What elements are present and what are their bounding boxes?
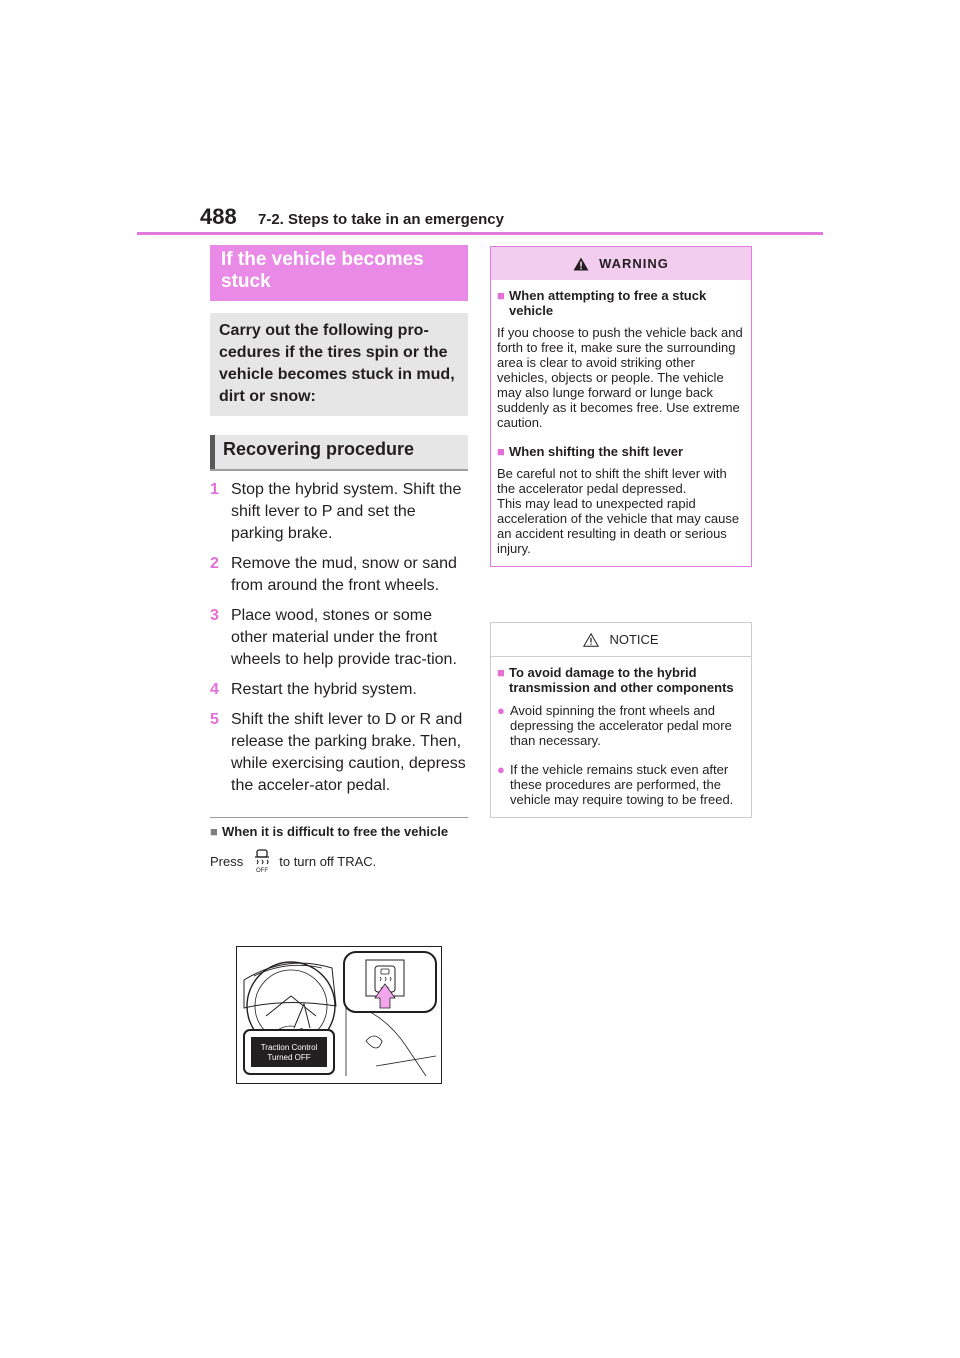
warning-box: WARNING ■ When attempting to free a stuc… [490, 246, 752, 567]
warning-body: ■ When attempting to free a stuck vehicl… [491, 288, 751, 566]
warning-section-heading: ■ When attempting to free a stuck vehicl… [497, 288, 743, 318]
warning-header: WARNING [491, 247, 751, 280]
warning-heading-text: When attempting to free a stuck vehicle [509, 288, 707, 318]
step-text: Remove the mud, snow or sand from around… [231, 555, 457, 594]
warning-text: Be careful not to shift the shift lever … [497, 466, 740, 556]
step-text: Stop the hybrid system. Shift the shift … [231, 481, 462, 542]
step-number: 1 [210, 481, 219, 498]
warning-section-heading: ■ When shifting the shift lever [497, 444, 743, 459]
subheading-text: When it is difficult to free the vehicle [222, 824, 449, 839]
notice-bullet: ● If the vehicle remains stuck even afte… [497, 762, 743, 807]
step-item: 2 Remove the mud, snow or sand from arou… [210, 553, 468, 597]
step-number: 3 [210, 607, 219, 624]
notice-triangle-icon [583, 632, 600, 647]
square-bullet-icon: ■ [497, 665, 505, 680]
notice-heading: ■ To avoid damage to the hybrid transmis… [497, 665, 743, 695]
press-text-before: Press [210, 853, 244, 869]
subheading: ■ When it is difficult to free the vehic… [210, 824, 468, 839]
procedure-heading: Recovering procedure [210, 435, 468, 469]
notice-bullet: ● Avoid spinning the front wheels and de… [497, 703, 743, 748]
notice-body: ■ To avoid damage to the hybrid transmis… [491, 665, 751, 817]
step-text: Place wood, stones or some other materia… [231, 607, 457, 668]
procedure-rule [210, 469, 468, 471]
page-number: 488 [200, 204, 237, 229]
trac-off-icon: OFF [255, 849, 270, 873]
step-item: 4 Restart the hybrid system. [210, 679, 468, 701]
left-column: If the vehicle becomes stuck Carry out t… [210, 245, 468, 873]
section-header: 7-2. Steps to take in an emergency [258, 211, 504, 228]
section-title: If the vehicle becomes stuck [210, 245, 468, 301]
step-item: 1 Stop the hybrid system. Shift the shif… [210, 479, 468, 545]
warning-triangle-icon [573, 257, 589, 270]
traction-text-line1: Traction Control [261, 1043, 318, 1052]
bullet-dot-icon: ● [497, 703, 505, 718]
notice-heading-text: To avoid damage to the hybrid transmissi… [509, 665, 734, 695]
traction-text-line2: Turned OFF [267, 1053, 310, 1062]
square-bullet-icon: ■ [497, 444, 505, 459]
warning-text: If you choose to push the vehicle back a… [497, 325, 743, 430]
press-text-after: to turn off TRAC. [279, 853, 377, 869]
square-bullet-icon: ■ [210, 824, 218, 839]
divider [210, 817, 468, 818]
dashboard-illustration: OFF Traction Control Turned OFF [236, 946, 442, 1084]
notice-title: NOTICE [609, 632, 659, 647]
svg-text:OFF: OFF [256, 868, 268, 873]
header-rule [137, 232, 823, 235]
warning-title: WARNING [599, 256, 669, 271]
notice-header: NOTICE [491, 623, 751, 657]
notice-bullet-text: Avoid spinning the front wheels and depr… [510, 703, 732, 748]
notice-bullet-text: If the vehicle remains stuck even after … [510, 762, 734, 807]
step-number: 5 [210, 711, 219, 728]
step-list: 1 Stop the hybrid system. Shift the shif… [210, 479, 468, 797]
step-item: 5 Shift the shift lever to D or R and re… [210, 709, 468, 797]
square-bullet-icon: ■ [497, 288, 505, 303]
step-text: Shift the shift lever to D or R and rele… [231, 711, 466, 794]
step-number: 4 [210, 681, 219, 698]
step-text: Restart the hybrid system. [231, 681, 417, 698]
step-item: 3 Place wood, stones or some other mater… [210, 605, 468, 671]
step-number: 2 [210, 555, 219, 572]
intro-box: Carry out the following pro-cedures if t… [210, 313, 468, 416]
press-instruction: Press OFF to turn off TRAC. [210, 849, 468, 873]
warning-heading-text: When shifting the shift lever [509, 444, 684, 459]
notice-box: NOTICE ■ To avoid damage to the hybrid t… [490, 622, 752, 818]
bullet-dot-icon: ● [497, 762, 505, 777]
